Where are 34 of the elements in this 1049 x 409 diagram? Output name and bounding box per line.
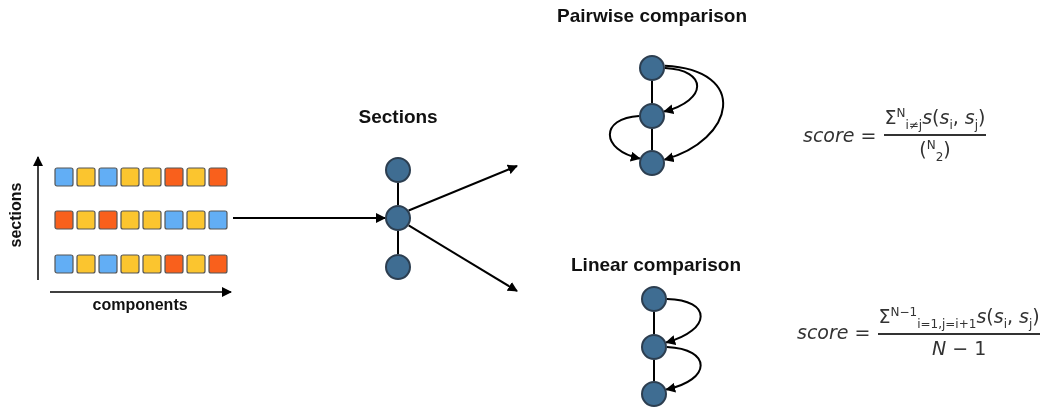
formula-numerator: Σ$^{N}$$_{i≠j}$s(s$_{i}$, s$_{j}$) xyxy=(884,106,986,133)
connector-line xyxy=(397,182,399,206)
section-circle xyxy=(385,157,411,183)
section-heading: Pairwise comparison xyxy=(557,5,748,27)
connector-line xyxy=(653,311,655,335)
arrow xyxy=(663,64,725,162)
section-circle xyxy=(641,286,667,312)
section-heading: Sections xyxy=(358,106,438,128)
arrow xyxy=(232,213,386,223)
section-circle xyxy=(639,55,665,81)
connector-line xyxy=(651,80,653,104)
formula-denominator: ($^{N}$$_{2}$) xyxy=(919,137,951,164)
arrow xyxy=(665,346,702,393)
section-heading: Linear comparison xyxy=(571,254,741,276)
arrow xyxy=(608,115,641,161)
axis-label: components xyxy=(92,296,188,314)
arrow xyxy=(663,67,699,114)
section-circle xyxy=(641,334,667,360)
connector-line xyxy=(397,230,399,255)
section-circle xyxy=(641,381,667,407)
section-circle xyxy=(639,103,665,129)
section-circle xyxy=(385,254,411,280)
arrow xyxy=(407,164,518,212)
formula-denominator: N − 1 xyxy=(931,336,987,359)
section-circle xyxy=(639,150,665,176)
section-circle xyxy=(385,205,411,231)
connector-line xyxy=(653,359,655,382)
axis-label: sections xyxy=(6,182,25,248)
arrow xyxy=(407,224,518,292)
formula-text: score = xyxy=(797,320,871,343)
formula-text: score = xyxy=(803,123,877,146)
formula-numerator: Σ$^{N−1}$$_{i=1,j=i+1}$s(s$_{i}$, s$_{j}$) xyxy=(878,305,1040,332)
connector-line xyxy=(651,128,653,151)
arrow xyxy=(665,298,702,345)
